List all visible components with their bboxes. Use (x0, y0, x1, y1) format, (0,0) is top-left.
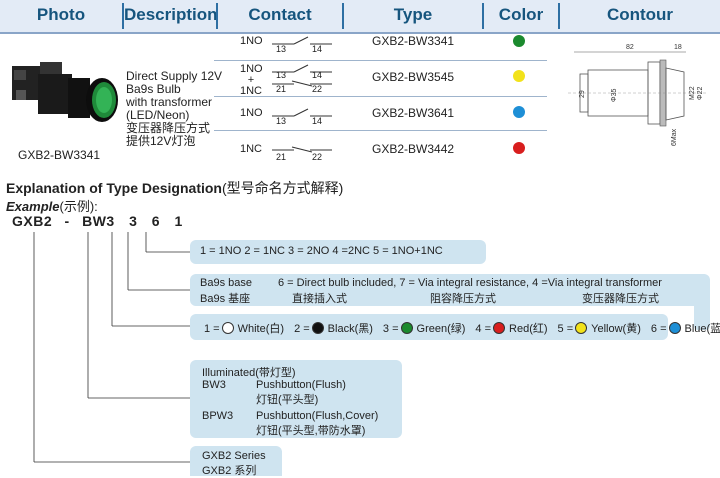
base-box: Ba9s base Ba9s 基座 6 = Direct bulb includ… (190, 274, 710, 306)
bpw3-desc: Pushbutton(Flush,Cover) (256, 410, 379, 422)
illuminated-label: Illuminated(带灯型) (202, 367, 296, 379)
bw3-code: BW3 (202, 379, 226, 391)
contour-dim: 82 (626, 44, 634, 51)
type-code: GXB2-BW3545 (372, 70, 455, 84)
no-contact-symbol (272, 108, 332, 117)
example-label: Example(示例): (6, 199, 98, 214)
terminal-label: 13 (276, 116, 287, 126)
color-option: 4 =Red(红) (475, 322, 548, 335)
terminal-label: 14 (312, 116, 323, 126)
type-code: GXB2-BW3442 (372, 142, 455, 156)
color-option: 1 =White(白) (204, 322, 285, 335)
svg-text:Φ22: Φ22 (697, 87, 704, 100)
colors-box: 1 =White(白) 2 =Black(黑) 3 =Green(绿) 4 =Red(… (190, 314, 720, 340)
color-swatch (400, 322, 413, 334)
description-line: (LED/Neon) (126, 108, 190, 122)
no-contact-symbol (272, 36, 332, 45)
color-dot (513, 35, 525, 47)
color-dot (513, 106, 525, 118)
description-block: Direct Supply 12V Ba9s Bulb with transfo… (126, 70, 222, 148)
base-box-tab (694, 296, 710, 330)
header-color: Color (498, 5, 544, 24)
terminal-label: 22 (312, 152, 323, 162)
option-cn: 阻容降压方式 (430, 293, 496, 305)
base-label-cn: Ba9s 基座 (200, 293, 251, 305)
color-swatch (493, 322, 506, 334)
svg-text:29: 29 (579, 90, 586, 98)
contacts-legend: 1 = 1NO 2 = 1NC 3 = 2NO 4 =2NC 5 = 1NO+1… (200, 245, 443, 257)
series-label: GXB2 Series (202, 450, 266, 462)
pushbutton-photo (12, 62, 118, 122)
description-line: Direct Supply 12V (126, 69, 223, 83)
header-contact: Contact (248, 5, 312, 24)
header-type: Type (393, 5, 433, 24)
contour-drawing: 82 18 29 Φ35 M22 Φ22 6Max (568, 44, 706, 146)
illuminated-box: Illuminated(带灯型) BW3 Pushbutton(Flush) 灯… (190, 360, 402, 438)
terminal-label: 22 (312, 84, 323, 94)
svg-text:6Max: 6Max (671, 128, 678, 146)
terminal-label: 14 (312, 44, 323, 54)
color-dot (513, 70, 525, 82)
header-description: Description (124, 5, 218, 24)
contact-label: 1NO (240, 107, 263, 119)
terminal-label: 13 (276, 70, 287, 80)
description-cn: 提供12V灯泡 (126, 134, 196, 148)
bw3-desc-cn: 灯钮(平头型) (256, 394, 319, 406)
color-legend: 1 =White(白) 2 =Black(黑) 3 =Green(绿) 4 =Red(… (204, 320, 720, 336)
contact-label: 1NO (240, 35, 263, 47)
base-options: 6 = Direct bulb included, 7 = Via integr… (278, 277, 662, 289)
color-option: 6 =Blue(蓝) (650, 322, 720, 335)
option-cn: 变压器降压方式 (582, 293, 659, 305)
color-option: 3 =Green(绿) (382, 322, 466, 335)
description-line: with transformer (126, 95, 213, 109)
photo-caption: GXB2-BW3341 (18, 148, 101, 162)
terminal-label: 21 (276, 152, 287, 162)
color-swatch (668, 322, 681, 334)
contact-label: 1NO+1NC (240, 63, 263, 97)
option-cn: 直接插入式 (292, 293, 347, 305)
series-box: GXB2 Series GXB2 系列 (190, 446, 282, 477)
description-cn: 变压器降压方式 (126, 121, 211, 135)
type-code: GXB2-BW3641 (372, 106, 455, 120)
contacts-box: 1 = 1NO 2 = 1NC 3 = 2NO 4 =2NC 5 = 1NO+1… (190, 240, 486, 264)
svg-text:18: 18 (674, 44, 682, 51)
type-code: GXB2-BW3341 (372, 34, 455, 48)
color-option: 5 =Yellow(黄) (557, 322, 641, 335)
bpw3-code: BPW3 (202, 410, 234, 422)
description-line: Ba9s Bulb (126, 82, 181, 96)
svg-text:M22: M22 (689, 86, 696, 100)
color-dot (513, 142, 525, 154)
bw3-desc: Pushbutton(Flush) (256, 379, 346, 391)
nc-contact-symbol (272, 146, 332, 153)
contact-label: 1NC (240, 143, 263, 155)
terminal-label: 13 (276, 44, 287, 54)
header-photo: Photo (36, 5, 86, 24)
example-code: GXB2 - BW3 3 6 1 (12, 213, 183, 229)
color-swatch (311, 322, 324, 334)
color-option: 2 =Black(黑) (294, 322, 373, 335)
header-contour: Contour (606, 5, 674, 24)
terminal-label: 14 (312, 70, 323, 80)
explanation-title: Explanation of Type Designation(型号命名方式解释… (6, 180, 344, 196)
bpw3-desc-cn: 灯钮(平头型,带防水罩) (256, 425, 366, 437)
terminal-label: 21 (276, 84, 287, 94)
color-swatch (221, 322, 234, 334)
svg-text:Φ35: Φ35 (611, 89, 618, 102)
series-label-cn: GXB2 系列 (202, 465, 257, 477)
table-header: Photo Description Contact Type Color Con… (0, 0, 720, 34)
no-nc-contact-symbol (272, 64, 332, 87)
color-swatch (575, 322, 588, 334)
base-label: Ba9s base (200, 277, 252, 289)
